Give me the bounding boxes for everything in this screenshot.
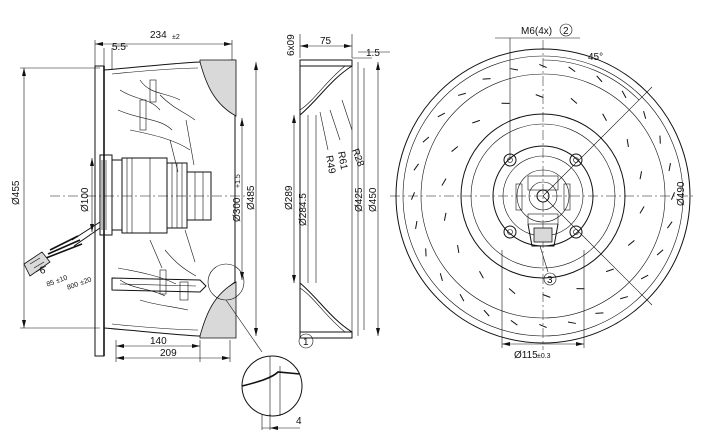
blade-slot [437,112,446,118]
dim-85: 85 [46,279,56,288]
dim-r61: R61 [335,151,349,171]
blade-slot [451,146,459,152]
blade-slot [422,136,430,143]
dim-140: 140 [150,336,167,347]
side-view [20,40,263,362]
blade-slot [415,220,418,229]
blade-slot [621,90,627,99]
dim-800-tol: ±20 [79,276,92,287]
blade-slot [570,97,578,104]
blade-slot [510,319,518,326]
detail-view-1 [241,333,314,430]
dim-234-tol: ±2 [172,34,180,41]
dim-r28: R28 [349,147,366,168]
blade-slot [472,119,481,124]
dim-75: 75 [320,36,332,47]
dim-r49: R49 [323,155,337,175]
dim-4: 4 [296,416,302,427]
dim-450: Ø450 [368,187,379,212]
blade-slot [668,163,671,172]
blade-slot [602,113,607,121]
dim-85-tol: ±10 [55,275,68,286]
label-m6: M6(4x) [521,26,552,37]
blade-slot [459,293,465,302]
blade-slot [510,68,519,71]
dim-100: Ø100 [80,187,91,212]
blade-slot [483,309,490,317]
dim-6: 6 [38,265,47,277]
dim-800: 800 [66,281,79,292]
dim-300-tol: +1.5 [235,174,242,188]
blade-slot [441,178,447,186]
dim-425: Ø425 [354,187,365,212]
blade-slot [539,63,547,69]
dim-284-5: Ø284.5 [298,193,309,226]
blade-slot [508,288,516,295]
dim-209: 209 [160,348,177,359]
front-view [390,23,696,350]
blade-slot [666,221,673,229]
blade-slot [639,206,645,214]
blade-slot [605,268,614,273]
blade-slot [670,192,676,200]
blade-slot [457,92,466,96]
blade-slot [443,212,447,221]
inlet-ring-section [292,34,390,339]
dim-490: Ø490 [676,181,687,206]
blade-slot [542,294,551,298]
blade-slot [535,94,544,98]
angle-45: 45° [588,52,603,63]
blade-slot [639,171,643,180]
blade-slot [620,296,629,300]
blade-slot [656,249,664,256]
dim-1-5: 1.5 [366,48,380,59]
callout-1: 1 [303,337,309,348]
blade-slot [596,75,603,83]
dim-5-5: 5.5 [112,42,126,53]
blade-slot [568,66,576,73]
dim-6x09: 6x09 [286,34,297,56]
dim-289: Ø289 [284,185,295,210]
dim-455: Ø455 [11,180,22,205]
blade-slot [627,240,635,246]
dim-115: Ø115 [514,350,538,361]
dim-115-tol: ±0.3 [537,353,551,360]
dim-234: 234 [150,30,167,41]
blade-slot [410,192,416,200]
blade-slot [479,271,484,279]
blade-slot [640,274,649,280]
blade-slot [457,244,460,254]
blade-slot [626,138,629,148]
blade-slot [643,110,647,119]
callout-3: 3 [547,275,553,286]
blade-slot [539,323,547,329]
blade-slot [413,163,420,171]
dim-300: Ø300 [232,197,243,222]
blade-slot [567,321,576,324]
blade-slot [439,273,443,282]
callout-2: 2 [563,26,569,37]
dim-485: Ø485 [246,185,257,210]
